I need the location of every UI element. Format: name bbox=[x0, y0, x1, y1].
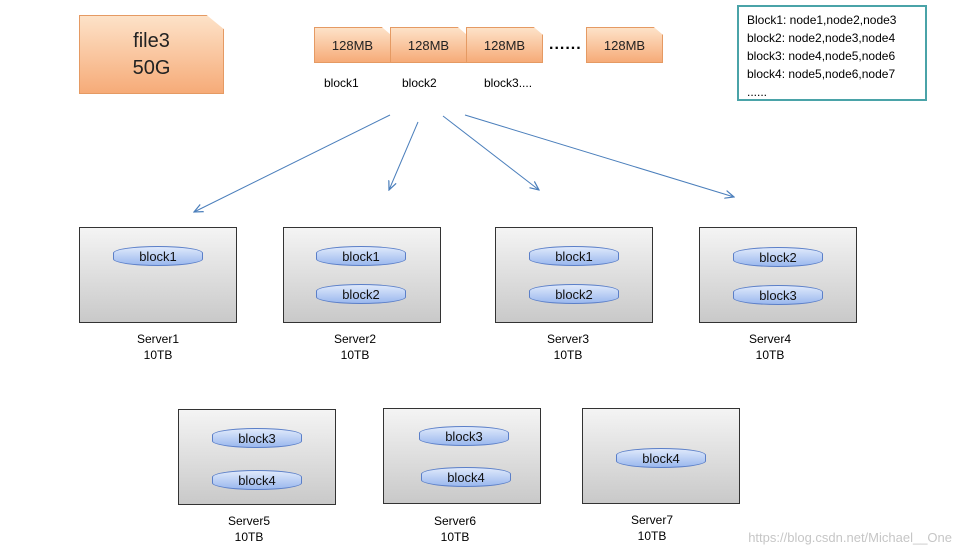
server-name: Server6 bbox=[433, 514, 477, 528]
server-name: Server1 bbox=[136, 332, 180, 346]
chunk-label-3: block3.... bbox=[484, 76, 533, 90]
server-capacity: 10TB bbox=[440, 530, 470, 544]
disk-block: block3 bbox=[733, 285, 823, 305]
server-1-label: Server1 10TB bbox=[78, 331, 238, 363]
arrow-to-server1 bbox=[194, 114, 391, 212]
legend-line: Block1: node1,node2,node3 bbox=[747, 13, 897, 27]
server-2: block1 block2 bbox=[283, 227, 441, 323]
chunk-label-1: block1 bbox=[324, 76, 359, 90]
server-7-label: Server7 10TB bbox=[572, 512, 732, 544]
server-capacity: 10TB bbox=[143, 348, 173, 362]
legend-line: block2: node2,node3,node4 bbox=[747, 31, 896, 45]
disk-block: block2 bbox=[316, 284, 406, 304]
legend-line: block3: node4,node5,node6 bbox=[747, 49, 896, 63]
chunk-size: 128MB bbox=[603, 37, 646, 53]
disk-block: block4 bbox=[616, 448, 706, 468]
server-2-label: Server2 10TB bbox=[275, 331, 435, 363]
server-name: Server7 bbox=[630, 513, 674, 527]
server-3: block1 block2 bbox=[495, 227, 653, 323]
disk-block: block1 bbox=[113, 246, 203, 266]
server-name: Server3 bbox=[546, 332, 590, 346]
arrow-to-server3 bbox=[442, 115, 539, 190]
server-4-label: Server4 10TB bbox=[690, 331, 850, 363]
block-location-legend: Block1: node1,node2,node3 block2: node2,… bbox=[737, 5, 927, 101]
chunk-label-2: block2 bbox=[402, 76, 437, 90]
chunk-2: 128MB bbox=[390, 27, 467, 63]
server-1: block1 bbox=[79, 227, 237, 323]
server-capacity: 10TB bbox=[553, 348, 583, 362]
server-3-label: Server3 10TB bbox=[488, 331, 648, 363]
server-capacity: 10TB bbox=[234, 530, 264, 544]
disk-block: block2 bbox=[529, 284, 619, 304]
legend-line: ...... bbox=[747, 85, 768, 99]
chunk-ellipsis: ...... bbox=[549, 36, 582, 53]
chunk-n: 128MB bbox=[586, 27, 663, 63]
arrow-to-server2 bbox=[389, 121, 419, 190]
disk-block: block1 bbox=[316, 246, 406, 266]
server-4: block2 block3 bbox=[699, 227, 857, 323]
chunk-size: 128MB bbox=[407, 37, 450, 53]
server-capacity: 10TB bbox=[755, 348, 785, 362]
disk-block: block4 bbox=[212, 470, 302, 490]
chunk-3: 128MB bbox=[466, 27, 543, 63]
disk-block: block1 bbox=[529, 246, 619, 266]
file-card: file3 50G bbox=[79, 15, 224, 94]
server-5-label: Server5 10TB bbox=[169, 513, 329, 545]
server-capacity: 10TB bbox=[340, 348, 370, 362]
disk-block: block3 bbox=[419, 426, 509, 446]
server-name: Server5 bbox=[227, 514, 271, 528]
watermark: https://blog.csdn.net/Michael__One bbox=[748, 530, 952, 545]
disk-block: block4 bbox=[421, 467, 511, 487]
server-6: block3 block4 bbox=[383, 408, 541, 504]
arrow-to-server4 bbox=[464, 114, 734, 197]
disk-block: block3 bbox=[212, 428, 302, 448]
chunk-size: 128MB bbox=[331, 37, 374, 53]
file-size: 50G bbox=[132, 56, 171, 79]
server-7: block4 bbox=[582, 408, 740, 504]
legend-line: block4: node5,node6,node7 bbox=[747, 67, 896, 81]
file-name: file3 bbox=[133, 29, 170, 52]
server-5: block3 block4 bbox=[178, 409, 336, 505]
server-name: Server4 bbox=[748, 332, 792, 346]
server-6-label: Server6 10TB bbox=[375, 513, 535, 545]
disk-block: block2 bbox=[733, 247, 823, 267]
chunk-size: 128MB bbox=[483, 37, 526, 53]
server-capacity: 10TB bbox=[637, 529, 667, 543]
server-name: Server2 bbox=[333, 332, 377, 346]
